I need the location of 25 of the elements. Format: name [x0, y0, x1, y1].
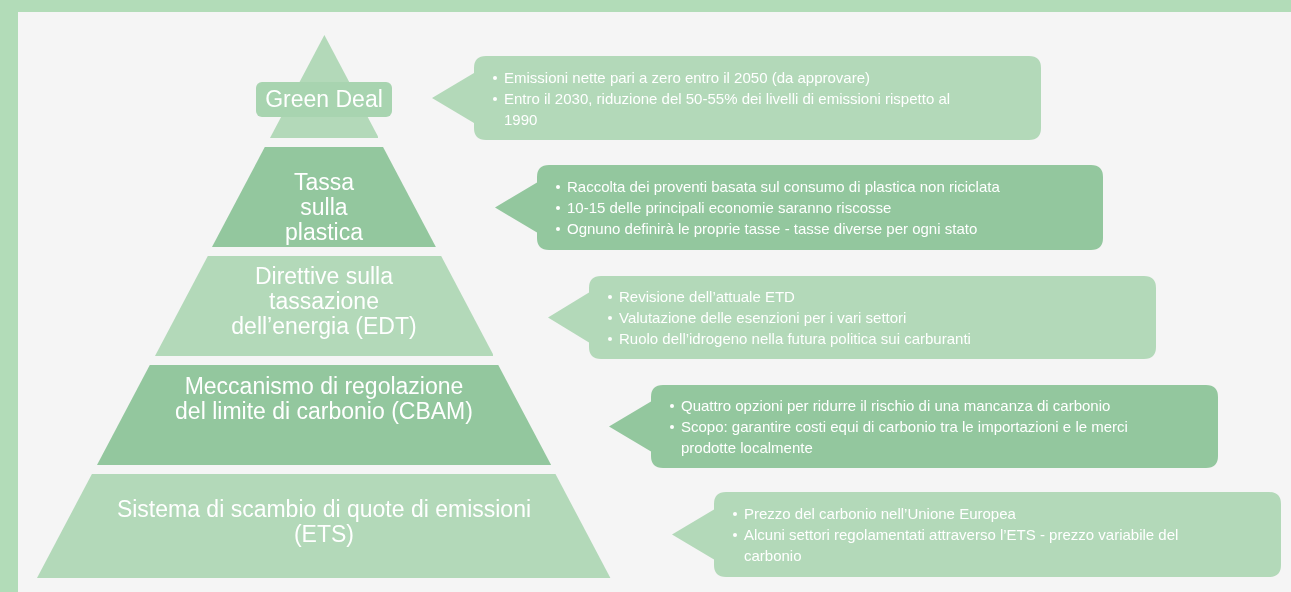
bullet-point: Scopo: garantire costi equi di carbonio tra le importazioni e le merci prodotte localmente — [669, 416, 1156, 458]
bullet-point: Quattro opzioni per ridurre il rischio di una mancanza di carbonio — [669, 395, 1156, 416]
speech-bubble — [672, 492, 1281, 577]
bullet-point: Prezzo del carbonio nell’Unione Europea — [732, 503, 1219, 524]
bullet-point: Entro il 2030, riduzione del 50-55% dei livelli di emissioni rispetto al 1990 — [492, 87, 979, 130]
bullet-point: Alcuni settori regolamentati attraverso l’ETS - prezzo variabile del carbonio — [732, 524, 1219, 566]
bullet-point: 10-15 delle principali economie saranno riscosse — [555, 197, 1041, 218]
tier-label: Meccanismo di regolazione del limite di carbonio (CBAM) — [174, 374, 474, 424]
speech-bubble — [548, 276, 1156, 359]
speech-bubble — [432, 56, 1041, 140]
pyramid-tier — [154, 256, 494, 356]
bullet-point: Raccolta dei proventi basata sul consumo di plastica non riciclata — [555, 176, 1041, 197]
tier-label: Sistema di scambio di quote di emissioni (ETS) — [115, 497, 533, 547]
bullet-point: Ognuno definirà le proprie tasse - tasse diverse per ogni stato — [555, 218, 1041, 239]
bullet-point: Ruolo dell’idrogeno nella futura politica sui carburanti — [607, 328, 1094, 349]
tier-label: Direttive sulla tassazione dell’energia (EDT) — [230, 264, 418, 339]
pyramid-tier — [212, 147, 436, 247]
tier-label: Green Deal — [256, 82, 392, 117]
tier-label: Tassa sulla plastica — [284, 170, 364, 245]
bullet-point: Revisione dell’attuale ETD — [607, 286, 1094, 307]
speech-bubble — [609, 385, 1218, 468]
bullet-point: Valutazione delle esenzioni per i vari settori — [607, 307, 1094, 328]
speech-bubble — [495, 165, 1103, 250]
pyramid-tier — [96, 365, 552, 465]
bullet-point: Emissioni nette pari a zero entro il 2050 (da approvare) — [492, 66, 979, 88]
